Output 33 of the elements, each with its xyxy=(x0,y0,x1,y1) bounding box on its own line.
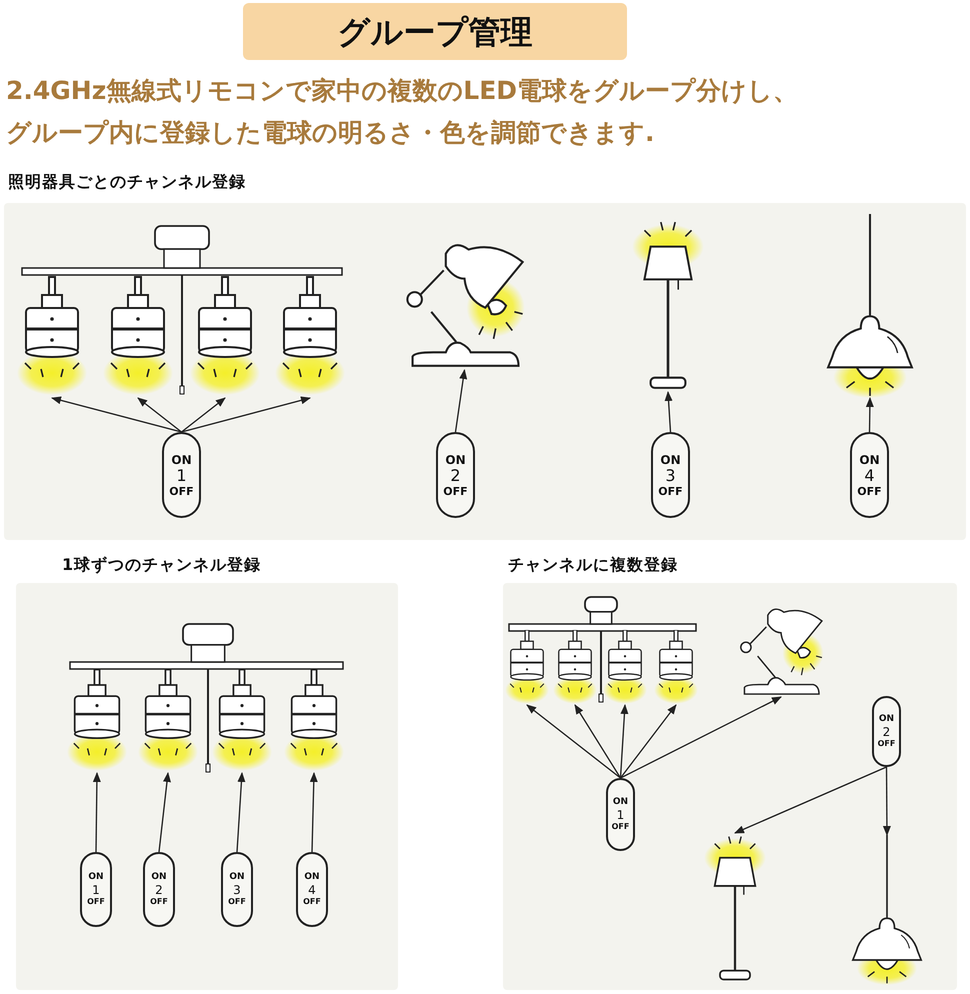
channel-switch: ON 1 OFF xyxy=(606,778,635,851)
channel-switch: ON 2 OFF xyxy=(436,432,475,518)
channel-switch: ON 3 OFF xyxy=(651,432,690,518)
arrow xyxy=(92,772,101,852)
panel-heading: チャンネルに複数登録 xyxy=(508,554,678,576)
arrow xyxy=(137,397,182,433)
arrow xyxy=(158,772,171,852)
arrow xyxy=(620,704,628,778)
arrow xyxy=(882,767,891,836)
arrow xyxy=(236,772,246,852)
channel-switch: ON 1 OFF xyxy=(162,432,201,518)
arrow xyxy=(620,696,782,779)
arrow xyxy=(620,704,677,778)
arrow xyxy=(526,704,621,779)
channel-switch: ON 3 OFF xyxy=(221,852,253,927)
channel-switch: ON 4 OFF xyxy=(850,432,889,518)
arrow xyxy=(574,704,622,778)
title-banner: グループ管理 xyxy=(243,3,627,60)
channel-switch: ON 2 OFF xyxy=(143,852,175,927)
arrow xyxy=(181,396,311,433)
arrow xyxy=(734,766,887,834)
arrow xyxy=(310,772,318,852)
arrow xyxy=(181,397,226,433)
channel-switch: ON 2 OFF xyxy=(872,696,901,767)
arrow xyxy=(51,396,182,433)
channel-switch: ON 4 OFF xyxy=(296,852,328,927)
channel-switch: ON 1 OFF xyxy=(80,852,112,927)
arrow xyxy=(664,391,673,432)
arrow xyxy=(454,369,468,432)
description-text: 2.4GHz無線式リモコンで家中の複数のLED電球をグループ分けし、グループ内に登録した電球の明るさ・色を調節できます. xyxy=(6,75,800,149)
panel-heading: 1球ずつのチャンネル登録 xyxy=(62,554,262,576)
panel-heading: 照明器具ごとのチャンネル登録 xyxy=(8,171,246,193)
arrow xyxy=(866,397,874,432)
